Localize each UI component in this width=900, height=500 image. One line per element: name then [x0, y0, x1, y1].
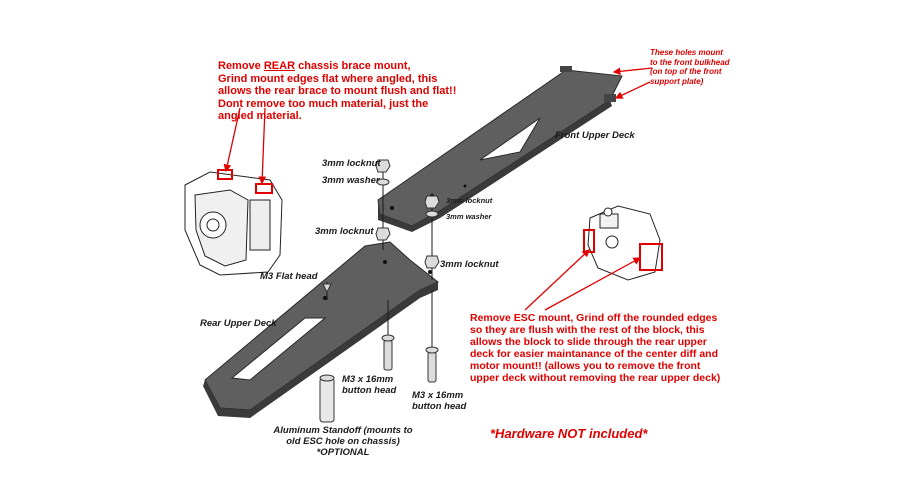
hardware-note: *Hardware NOT included* [490, 426, 648, 441]
esc-block-drawing [583, 205, 663, 281]
label-locknut-inner: 3mm locknut [446, 196, 493, 205]
label-flat-head: M3 Flat head [260, 271, 318, 282]
holes-note: These holes mount to the front bulkhead … [650, 48, 730, 86]
label-locknut-top: 3mm locknut [322, 158, 381, 169]
rear-mount-note: Remove REAR chassis brace mount, Grind m… [218, 60, 457, 122]
label-bolt-left: M3 x 16mm button head [342, 374, 397, 396]
rear-gearbox-drawing [184, 169, 283, 276]
esc-note: Remove ESC mount, Grind off the rounded … [470, 312, 721, 384]
label-locknut-left: 3mm locknut [315, 226, 374, 237]
label-washer-top: 3mm washer [322, 175, 380, 186]
rear-upper-deck [203, 241, 439, 418]
label-bolt-right: M3 x 16mm button head [412, 390, 467, 412]
rear-emphasis: REAR [263, 60, 296, 72]
label-locknut-right: 3mm locknut [440, 259, 499, 270]
front-mount-tab [560, 66, 572, 72]
label-standoff: Aluminum Standoff (mounts to old ESC hol… [273, 425, 413, 458]
hardware-parts [319, 159, 440, 423]
label-rear-upper-deck: Rear Upper Deck [200, 318, 277, 329]
label-washer-inner: 3mm washer [446, 212, 492, 221]
label-front-upper-deck: Front Upper Deck [555, 130, 635, 141]
front-upper-deck [377, 66, 623, 232]
annotation-pointers [223, 67, 653, 311]
